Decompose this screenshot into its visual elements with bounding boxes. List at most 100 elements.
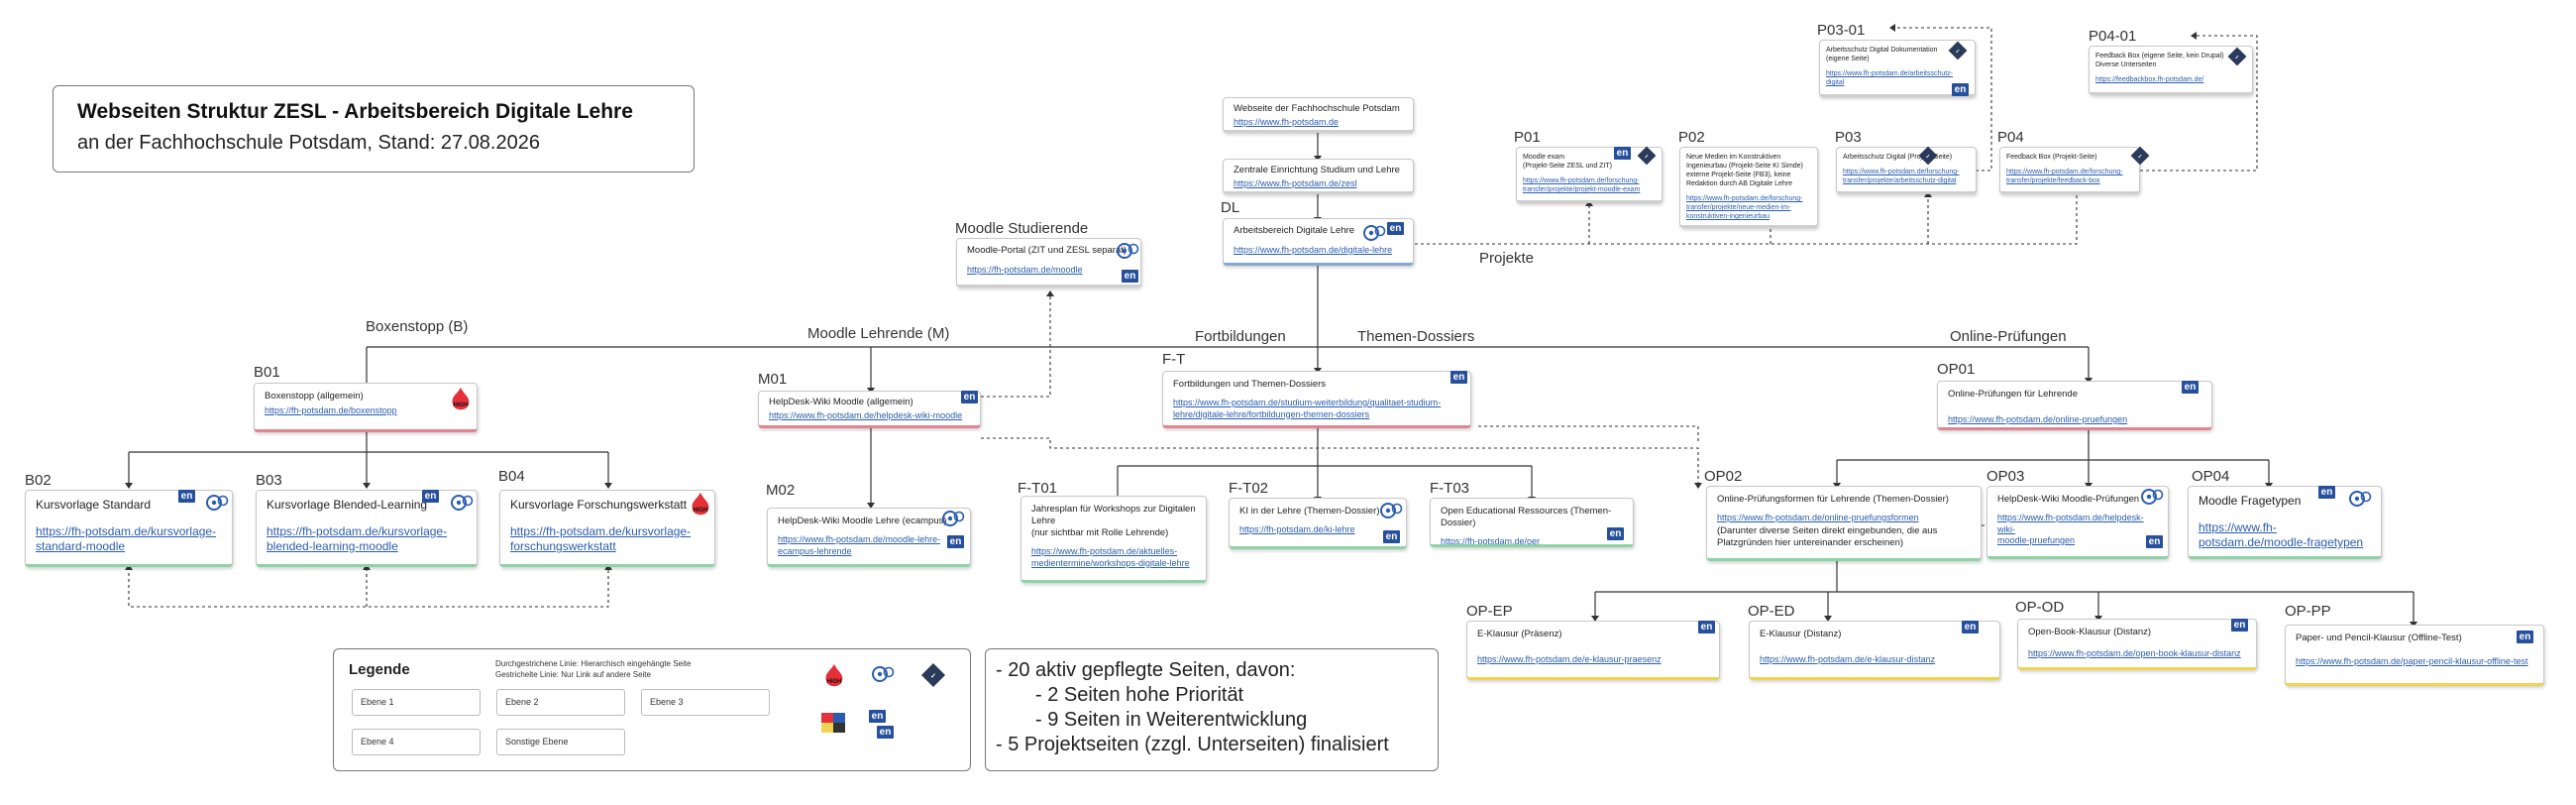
node-link[interactable]: https://www.fh-potsdam.de/forschung- tra…	[2006, 169, 2123, 184]
node-online-pruefungsformen[interactable]: Online-Prüfungsformen für Lehrende (Them…	[1706, 486, 1982, 561]
node-link[interactable]: https://fh-potsdam.de/ki-lehre	[1239, 524, 1355, 534]
node-link[interactable]: https://www.fh-potsdam.de/arbeitsschutz-…	[1826, 70, 1953, 86]
development-icon	[206, 495, 229, 511]
english-badge: en	[2146, 535, 2163, 548]
node-neue-medien[interactable]: Neue Medien im Konstruktiven Ingenieurba…	[1679, 147, 1818, 228]
node-id: P03-01	[1817, 22, 1866, 39]
node-id: B03	[256, 472, 282, 489]
node-link[interactable]: https://www.fh-potsdam.de/helpdesk-wiki-…	[769, 410, 963, 420]
node-link[interactable]: https://fh-potsdam.de/kursvorlage- blend…	[267, 524, 448, 553]
title-box: Webseiten Struktur ZESL - Arbeitsbereich…	[53, 85, 695, 172]
node-oer[interactable]: Open Educational Ressources (Themen-Doss…	[1430, 498, 1634, 547]
english-badge: en	[1383, 530, 1400, 543]
node-id: OP-EP	[1466, 603, 1513, 620]
node-open-book-klausur[interactable]: Open-Book-Klausur (Distanz) https://www.…	[2017, 619, 2257, 670]
node-title: HelpDesk-Wiki Moodle Lehre (ecampus)	[778, 516, 947, 526]
node-id: P01	[1514, 129, 1541, 146]
node-title: Online-Prüfungen für Lehrende	[1948, 389, 2078, 400]
node-title: Kursvorlage Blended-Learning	[267, 498, 428, 512]
node-link[interactable]: https://www.fh-potsdam.de/digitale-lehre	[1234, 245, 1393, 255]
node-fh-potsdam[interactable]: Webseite der Fachhochschule Potsdam http…	[1223, 97, 1414, 133]
node-link[interactable]: https://www.fh-potsdam.de/studium-weiter…	[1173, 398, 1442, 419]
node-moodle-portal[interactable]: Moodle-Portal (ZIT und ZESL separat) htt…	[956, 238, 1141, 288]
section-label-online-pruefungen: Online-Prüfungen	[1950, 328, 2067, 345]
node-title: Neue Medien im Konstruktiven Ingenieurba…	[1686, 154, 1803, 187]
node-fortbildungen-themen[interactable]: Fortbildungen und Themen-Dossiers https:…	[1162, 371, 1471, 428]
node-link[interactable]: https://www.fh-potsdam.de/e-klausur-dist…	[1760, 654, 1936, 664]
node-link[interactable]: https://www.fh-potsdam.de/aktuelles- med…	[1031, 546, 1190, 568]
node-link[interactable]: https://www.fh-potsdam.de/online-pruefun…	[1717, 513, 1919, 522]
node-link[interactable]: https://www.fh-potsdam.de/open-book-klau…	[2028, 648, 2241, 658]
node-title: Moodle Fragetypen	[2199, 494, 2302, 508]
node-id: F-T03	[1430, 480, 1470, 497]
node-paper-pencil-klausur[interactable]: Paper- und Pencil-Klausur (Offline-Test)…	[2285, 625, 2544, 686]
node-boxenstopp[interactable]: Boxenstopp (allgemein) https://fh-potsda…	[254, 383, 478, 432]
english-badge: en	[2517, 631, 2533, 643]
node-zesl[interactable]: Zentrale Einrichtung Studium und Lehre h…	[1223, 159, 1414, 194]
english-badge: en	[178, 490, 195, 503]
node-id: F-T	[1162, 351, 1186, 368]
node-title: Kursvorlage Standard	[36, 498, 152, 512]
node-link[interactable]: https://fh-potsdam.de/kursvorlage- stand…	[36, 524, 217, 553]
summary-box: - 20 aktiv gepflegte Seiten, davon: - 2 …	[985, 648, 1439, 771]
node-link[interactable]: https://feedbackbox.fh-potsdam.de/	[2095, 76, 2204, 83]
node-title: Arbeitsbereich Digitale Lehre	[1234, 225, 1354, 236]
node-title: Zentrale Einrichtung Studium und Lehre	[1234, 165, 1400, 175]
section-label-projekte: Projekte	[1479, 250, 1535, 267]
section-label-boxenstopp: Boxenstopp (B)	[366, 318, 469, 335]
english-badge: en	[961, 391, 978, 403]
node-id: M01	[758, 371, 788, 388]
section-label-moodle-studierende: Moodle Studierende	[955, 220, 1089, 237]
high-priority-icon: HIGH	[692, 493, 709, 516]
node-link[interactable]: https://www.fh-potsdam.de/online-pruefun…	[1948, 414, 2128, 424]
node-link[interactable]: https://fh-potsdam.de/oer	[1441, 536, 1541, 546]
node-feedback-box[interactable]: Feedback Box (Projekt-Seite) https://www…	[1999, 147, 2140, 194]
node-link[interactable]: https://www.fh-potsdam.de/e-klausur-prae…	[1477, 654, 1662, 664]
english-badge: en	[877, 726, 894, 739]
node-online-pruefungen[interactable]: Online-Prüfungen für Lehrende https://ww…	[1937, 381, 2212, 430]
node-moodle-lehre-ecampus[interactable]: HelpDesk-Wiki Moodle Lehre (ecampus) htt…	[767, 508, 971, 567]
node-title: Open-Book-Klausur (Distanz)	[2028, 627, 2152, 637]
node-feedback-box-site[interactable]: Feedback Box (eigene Seite, kein Drupal)…	[2089, 46, 2253, 95]
node-helpdesk-pruefungen[interactable]: HelpDesk-Wiki Moodle-Prüfungen https://w…	[1986, 486, 2169, 559]
node-link[interactable]: https://fh-potsdam.de/boxenstopp	[265, 405, 397, 415]
summary-line: - 9 Seiten in Weiterentwicklung	[1035, 709, 1308, 731]
node-workshops[interactable]: Jahresplan für Workshops zur Digitalen L…	[1020, 496, 1207, 583]
node-link[interactable]: https://www.fh-potsdam.de/moodle-lehre- …	[778, 534, 941, 556]
node-helpdesk-wiki-moodle[interactable]: HelpDesk-Wiki Moodle (allgemein) https:/…	[758, 391, 981, 428]
node-link[interactable]: https://www.fh-potsdam.de	[1234, 117, 1340, 127]
english-badge: en	[1387, 222, 1404, 235]
node-link[interactable]: https://www.fh- potsdam.de/moodle-fraget…	[2199, 520, 2364, 549]
english-badge: en	[2318, 486, 2335, 499]
node-link[interactable]: https://www.fh-potsdam.de/zesl	[1234, 178, 1357, 188]
legend-level-other: Sonstige Ebene	[496, 729, 625, 755]
summary-line: - 5 Projektseiten (zzgl. Unterseiten) fi…	[996, 734, 1389, 755]
node-kursvorlage-blended[interactable]: Kursvorlage Blended-Learning https://fh-…	[256, 490, 478, 567]
node-link[interactable]: https://www.fh-potsdam.de/helpdesk-wiki-…	[1997, 513, 2144, 545]
legend-notes: Durchgestrichene Linie: Hierarchisch ein…	[495, 658, 691, 680]
node-e-klausur-distanz[interactable]: E-Klausur (Distanz) https://www.fh-potsd…	[1749, 621, 2000, 680]
legend-level-2: Ebene 2	[496, 689, 625, 716]
node-link[interactable]: https://www.fh-potsdam.de/forschung- tra…	[1523, 177, 1641, 193]
svg-text:✓: ✓	[930, 673, 936, 680]
development-icon	[1117, 243, 1139, 259]
node-digitale-lehre[interactable]: Arbeitsbereich Digitale Lehre https://ww…	[1223, 218, 1414, 266]
node-kursvorlage-forschung[interactable]: Kursvorlage Forschungswerkstatt https://…	[499, 490, 715, 567]
node-link[interactable]: https://www.fh-potsdam.de/paper-pencil-k…	[2296, 656, 2528, 666]
accessibility-icon	[821, 713, 845, 733]
node-arbeitsschutz-digital[interactable]: Arbeitsschutz Digital (Projekt-Seite) ht…	[1836, 147, 1977, 194]
node-e-klausur-praesenz[interactable]: E-Klausur (Präsenz) https://www.fh-potsd…	[1466, 621, 1720, 680]
node-link[interactable]: https://www.fh-potsdam.de/forschung- tra…	[1843, 169, 1960, 184]
node-link[interactable]: https://fh-potsdam.de/moodle	[967, 265, 1083, 275]
node-title: Moodle exam (Projekt-Seite ZESL und ZIT)	[1523, 154, 1612, 170]
node-link[interactable]: https://fh-potsdam.de/kursvorlage- forsc…	[510, 524, 692, 553]
summary-line: - 20 aktiv gepflegte Seiten, davon:	[996, 659, 1296, 681]
node-id: B01	[254, 364, 280, 381]
node-title: HelpDesk-Wiki Moodle (allgemein)	[769, 397, 913, 407]
node-link[interactable]: https://www.fh-potsdam.de/forschung- tra…	[1686, 195, 1803, 220]
node-title: Online-Prüfungsformen für Lehrende (Them…	[1717, 494, 1949, 505]
node-arbeitsschutz-doku[interactable]: Arbeitsschutz Digital Dokumentation (eig…	[1819, 40, 1976, 97]
node-kursvorlage-standard[interactable]: Kursvorlage Standard https://fh-potsdam.…	[25, 490, 233, 567]
node-ki-lehre[interactable]: KI in der Lehre (Themen-Dossier) https:/…	[1229, 498, 1407, 549]
